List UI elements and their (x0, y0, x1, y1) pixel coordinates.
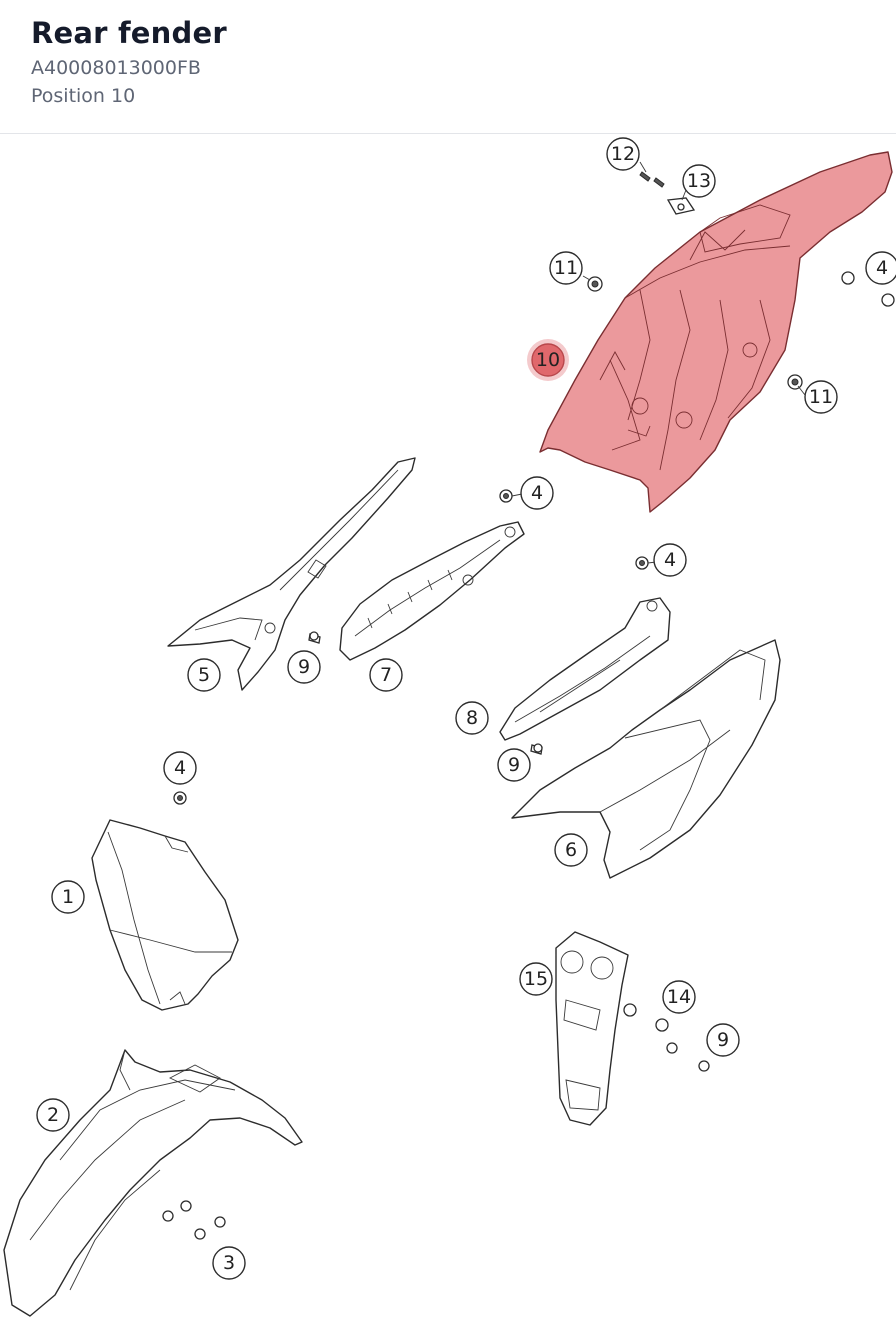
svg-text:2: 2 (47, 1104, 59, 1126)
svg-text:4: 4 (876, 257, 888, 279)
part-7-bracket[interactable] (339, 521, 525, 661)
fastener-12-bolts (639, 171, 665, 188)
fastener-3-screws (162, 1200, 226, 1240)
part-header: Rear fender A40008013000FB Position 10 (0, 0, 896, 134)
svg-text:11: 11 (809, 386, 833, 408)
part-2-front-fender[interactable] (3, 1049, 303, 1317)
svg-text:13: 13 (687, 170, 711, 192)
part-position: Position 10 (31, 85, 136, 107)
svg-text:4: 4 (531, 482, 543, 504)
callout-3[interactable]: 3 (212, 1246, 246, 1280)
callout-14[interactable]: 14 (662, 980, 696, 1014)
part-title: Rear fender (31, 16, 227, 50)
callout-1[interactable]: 1 (51, 880, 85, 914)
fastener-4-bracket (499, 489, 513, 503)
callout-5[interactable]: 5 (187, 658, 221, 692)
part-5-side-panel[interactable] (167, 457, 416, 691)
fastener-11-lower (787, 374, 803, 390)
svg-text:9: 9 (298, 656, 310, 678)
callout-12[interactable]: 12 (606, 137, 640, 171)
svg-text:15: 15 (524, 968, 548, 990)
part-number: A40008013000FB (31, 57, 201, 79)
callout-4-bracket[interactable]: 4 (520, 476, 554, 510)
svg-text:3: 3 (223, 1252, 235, 1274)
callout-4-number-plate[interactable]: 4 (163, 751, 197, 785)
fastener-4-number-plate (173, 791, 187, 805)
svg-text:4: 4 (664, 549, 676, 571)
callout-9-bracket[interactable]: 9 (287, 650, 321, 684)
fastener-4-right-edge (841, 271, 895, 307)
svg-text:9: 9 (717, 1029, 729, 1051)
callout-8[interactable]: 8 (455, 701, 489, 735)
callout-4-right-edge[interactable]: 4 (865, 251, 896, 285)
callout-10-selected[interactable]: 10 (527, 339, 569, 381)
exploded-parts-diagram: 12 13 11 4 10 11 4 4 5 9 7 8 (0, 135, 896, 1335)
svg-text:14: 14 (667, 986, 691, 1008)
fastener-13-nut-plate (666, 197, 696, 215)
callout-4-right-bracket[interactable]: 4 (653, 543, 687, 577)
fastener-14-nuts (623, 1003, 669, 1032)
svg-text:7: 7 (380, 664, 392, 686)
svg-text:4: 4 (174, 757, 186, 779)
fastener-4-right-bracket (635, 556, 649, 570)
part-1-number-plate[interactable] (91, 819, 239, 1011)
fastener-9-screws-mudflap (666, 1042, 710, 1072)
callout-11-upper[interactable]: 11 (549, 251, 583, 285)
svg-text:10: 10 (536, 349, 560, 371)
svg-text:12: 12 (611, 143, 635, 165)
callout-6[interactable]: 6 (554, 833, 588, 867)
fastener-9-bracket (308, 631, 321, 644)
callout-2[interactable]: 2 (36, 1098, 70, 1132)
callout-7[interactable]: 7 (369, 658, 403, 692)
svg-text:5: 5 (198, 664, 210, 686)
fastener-11-upper (587, 276, 603, 292)
callout-11-lower[interactable]: 11 (804, 380, 838, 414)
svg-text:11: 11 (554, 257, 578, 279)
part-6-side-cover[interactable] (511, 639, 781, 879)
callout-13[interactable]: 13 (682, 164, 716, 198)
svg-text:9: 9 (508, 754, 520, 776)
svg-text:6: 6 (565, 839, 577, 861)
callout-15[interactable]: 15 (519, 962, 553, 996)
svg-text:1: 1 (62, 886, 74, 908)
part-15-mud-flap[interactable] (555, 931, 629, 1126)
callout-9-mudflap[interactable]: 9 (706, 1023, 740, 1057)
svg-text:8: 8 (466, 707, 478, 729)
part-8-bracket[interactable] (499, 597, 671, 741)
callout-9-right-bracket[interactable]: 9 (497, 748, 531, 782)
part-10-rear-fender[interactable] (539, 151, 893, 513)
fastener-9-right-bracket (530, 743, 543, 755)
